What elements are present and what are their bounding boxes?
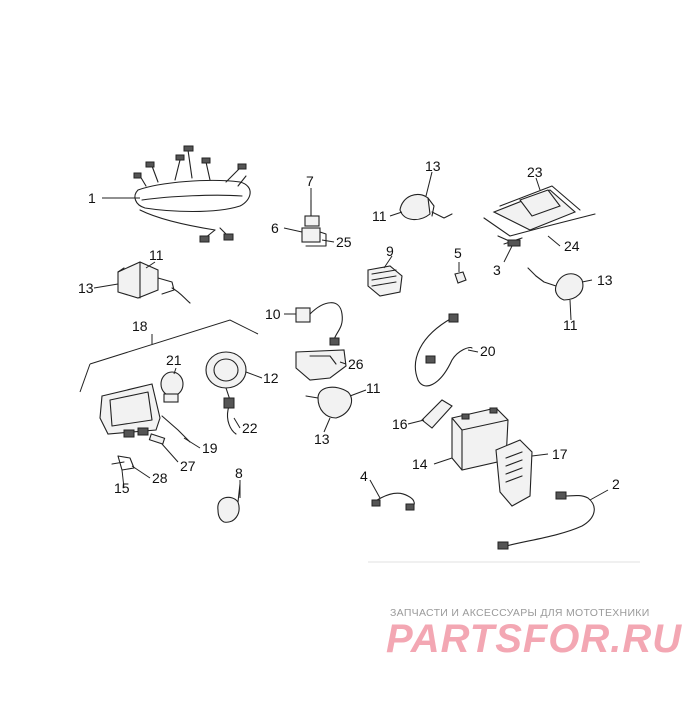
horn-part bbox=[217, 483, 241, 523]
callout-11-a: 11 bbox=[149, 247, 164, 263]
headlight-bulb-part bbox=[160, 371, 184, 403]
callout-21: 21 bbox=[166, 352, 182, 368]
callout-6: 6 bbox=[271, 220, 279, 236]
callout-18: 18 bbox=[132, 318, 148, 334]
watermark-tagline: ЗАПЧАСТИ И АКСЕССУАРЫ ДЛЯ МОТОТЕХНИКИ bbox=[390, 607, 650, 619]
wiring-harness-part bbox=[133, 145, 251, 243]
callout-10: 10 bbox=[265, 306, 281, 322]
callout-11-c: 11 bbox=[366, 380, 381, 396]
turn-signal-right-front-part bbox=[399, 193, 453, 221]
callout-7: 7 bbox=[306, 173, 314, 189]
callout-28: 28 bbox=[152, 470, 168, 486]
callout-13-a: 13 bbox=[78, 280, 94, 296]
callout-11-b: 11 bbox=[372, 208, 387, 224]
watermark-logo: PARTSFOR.RU bbox=[386, 617, 682, 661]
watermark: ЗАПЧАСТИ И АКСЕССУАРЫ ДЛЯ МОТОТЕХНИКИ PA… bbox=[386, 607, 682, 661]
rear-light-assembly-part bbox=[483, 185, 596, 247]
callout-22: 22 bbox=[242, 420, 258, 436]
callout-5: 5 bbox=[454, 245, 462, 261]
fuse-part bbox=[454, 271, 467, 284]
headlight-unit-part bbox=[99, 383, 161, 438]
callout-26: 26 bbox=[348, 356, 364, 372]
callout-23: 23 bbox=[527, 164, 543, 180]
cable-20-part bbox=[414, 313, 473, 387]
headlight-group-outline bbox=[89, 319, 259, 365]
callout-12: 12 bbox=[263, 370, 279, 386]
callout-19: 19 bbox=[202, 440, 218, 456]
callout-4: 4 bbox=[360, 468, 368, 484]
turn-signal-right-rear-part bbox=[527, 267, 584, 301]
callout-13-c: 13 bbox=[597, 272, 613, 288]
relay-assembly-part bbox=[301, 199, 327, 247]
battery-cover-part bbox=[495, 439, 533, 507]
callout-11-d: 11 bbox=[563, 317, 578, 333]
mounting-bracket-part bbox=[295, 349, 347, 381]
turn-signal-left-rear-part bbox=[305, 386, 353, 419]
callout-2: 2 bbox=[612, 476, 620, 492]
callout-13-d: 13 bbox=[314, 431, 330, 447]
battery-strap-part bbox=[421, 399, 453, 429]
callout-3: 3 bbox=[493, 262, 501, 278]
callout-13-b: 13 bbox=[425, 158, 441, 174]
callout-numbers: 1 2 3 4 5 6 7 8 9 10 11 11 11 11 12 13 1… bbox=[78, 158, 620, 496]
callout-9: 9 bbox=[386, 243, 394, 259]
callout-16: 16 bbox=[392, 416, 408, 432]
callout-25: 25 bbox=[336, 234, 352, 250]
regulator-rectifier-part bbox=[367, 265, 403, 297]
callout-15: 15 bbox=[114, 480, 130, 496]
callout-17: 17 bbox=[552, 446, 568, 462]
switch-cable-part bbox=[295, 302, 343, 346]
callout-24: 24 bbox=[564, 238, 580, 254]
cable-2-part bbox=[497, 491, 595, 550]
callout-27: 27 bbox=[180, 458, 196, 474]
cable-4-part bbox=[371, 492, 415, 511]
leader-lines bbox=[93, 171, 609, 501]
callout-8: 8 bbox=[235, 465, 243, 481]
callout-20: 20 bbox=[480, 343, 496, 359]
turn-signal-left-front-part bbox=[117, 261, 191, 304]
auxiliary-lamp-part bbox=[205, 351, 247, 435]
callout-1: 1 bbox=[88, 190, 96, 206]
callout-14: 14 bbox=[412, 456, 428, 472]
headlight-hardware-part bbox=[111, 415, 191, 471]
